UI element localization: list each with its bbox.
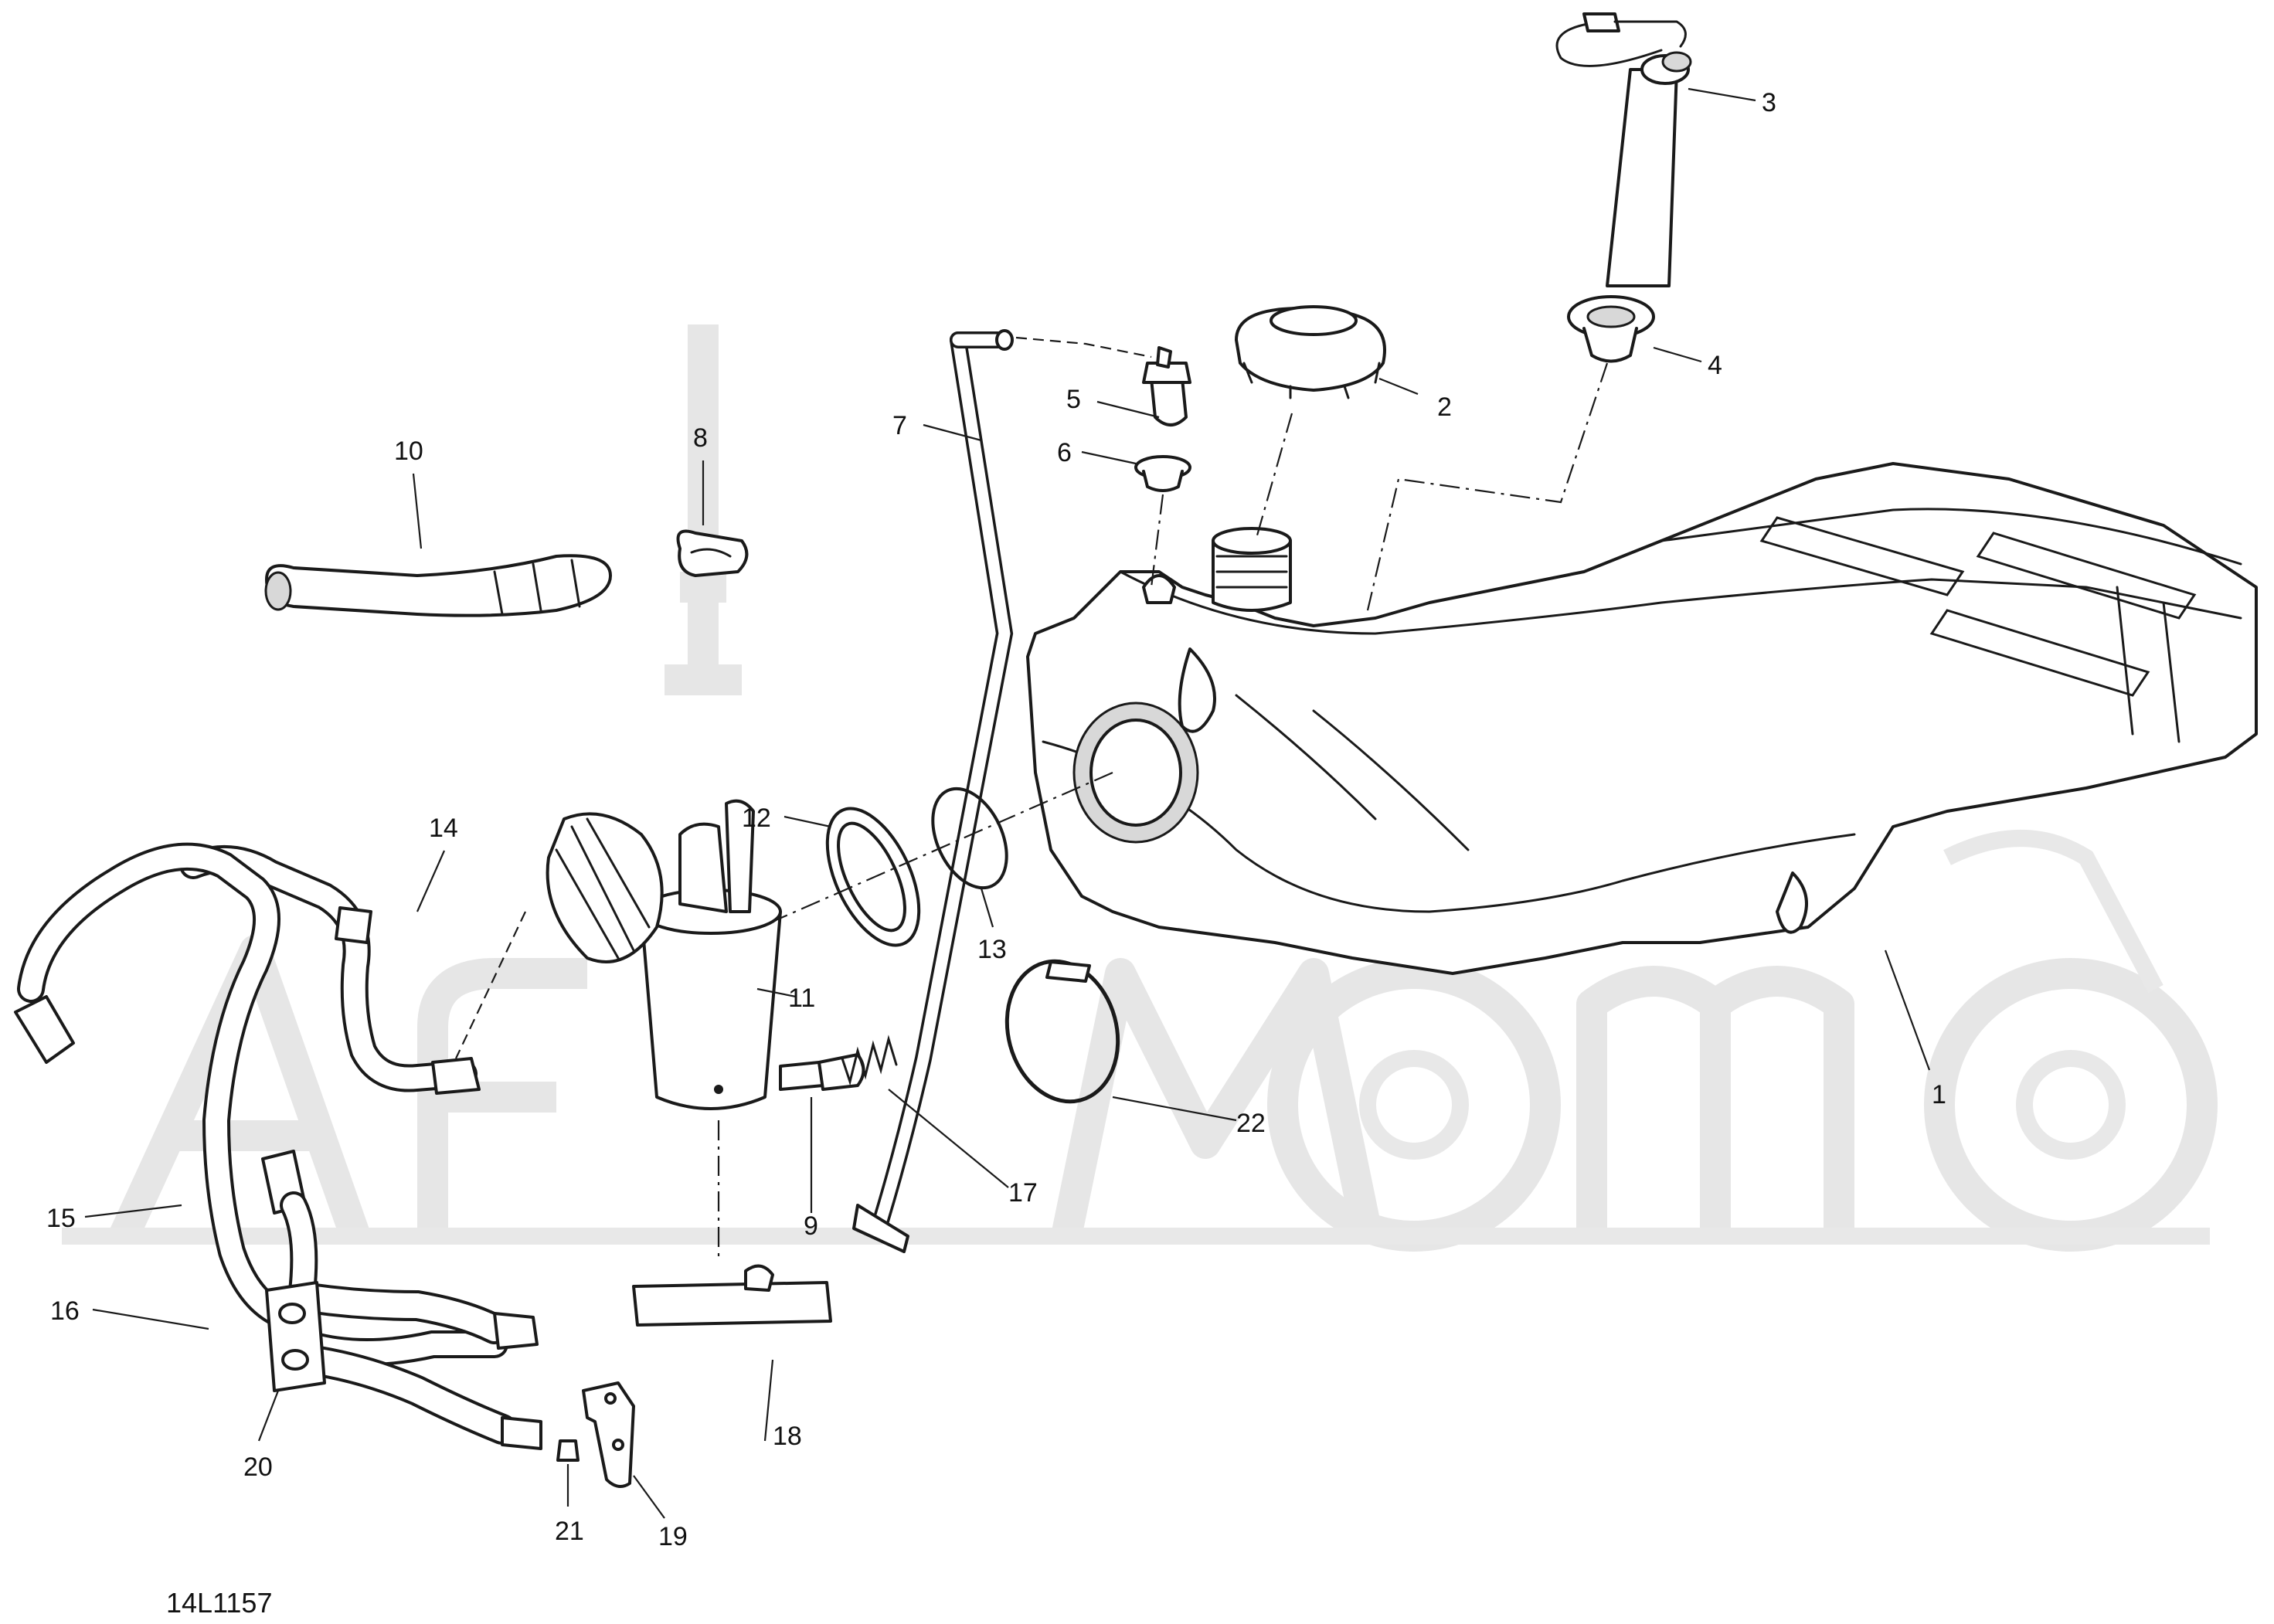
pump-fitting [817, 1053, 865, 1091]
leader-lines [84, 87, 1931, 1519]
fuel-level-sender [1555, 12, 1692, 287]
callout-17: 17 [1008, 1178, 1038, 1208]
fuel-cap [1235, 305, 1386, 399]
callout-18: 18 [773, 1422, 802, 1451]
fuel-hose-10 [264, 554, 612, 617]
callout-15: 15 [46, 1204, 76, 1233]
callout-8: 8 [693, 423, 708, 453]
callout-20: 20 [243, 1452, 273, 1482]
callout-9: 9 [804, 1211, 818, 1241]
callout-4: 4 [1708, 351, 1722, 380]
pump-o-ring [931, 787, 1008, 890]
callout-10: 10 [394, 437, 423, 466]
callout-5: 5 [1066, 385, 1081, 414]
fuel-fitting-block [265, 1281, 326, 1392]
callout-11: 11 [788, 984, 815, 1013]
mounting-bracket [582, 1381, 635, 1488]
vent-hose [852, 329, 1014, 1253]
sender-grommet [1567, 295, 1655, 363]
callout-6: 6 [1057, 438, 1072, 467]
callout-12: 12 [742, 804, 771, 833]
callout-13: 13 [977, 935, 1007, 964]
callout-21: 21 [555, 1517, 584, 1546]
callout-3: 3 [1762, 88, 1776, 117]
fuel-hose-14 [179, 845, 481, 1095]
assembly-lines [455, 336, 1609, 1259]
fuel-hose-16 [294, 1283, 542, 1450]
fuel-pump [546, 799, 824, 1110]
vent-valve [1142, 346, 1191, 426]
fuel-hose-15 [14, 842, 508, 1366]
callout-2: 2 [1437, 392, 1452, 422]
hose-clamp-large [1004, 959, 1120, 1104]
callout-22: 22 [1236, 1109, 1266, 1138]
callout-16: 16 [50, 1296, 80, 1326]
callout-1: 1 [1932, 1080, 1946, 1109]
hose-clamp-small [676, 529, 749, 577]
pump-spring [841, 1035, 898, 1086]
vent-grommet [1134, 455, 1191, 492]
fuel-strainer [632, 1264, 832, 1327]
watermark-logo [62, 324, 2218, 1252]
diagram-reference-code: 14L1157 [166, 1587, 272, 1619]
callout-7: 7 [892, 411, 907, 440]
bolt [556, 1439, 580, 1462]
callout-19: 19 [658, 1522, 688, 1551]
callout-14: 14 [429, 814, 458, 843]
callout-labels: 1 2 3 4 5 6 7 8 9 10 11 12 13 14 15 16 1… [46, 88, 1946, 1551]
fuel-tank [1026, 462, 2258, 975]
